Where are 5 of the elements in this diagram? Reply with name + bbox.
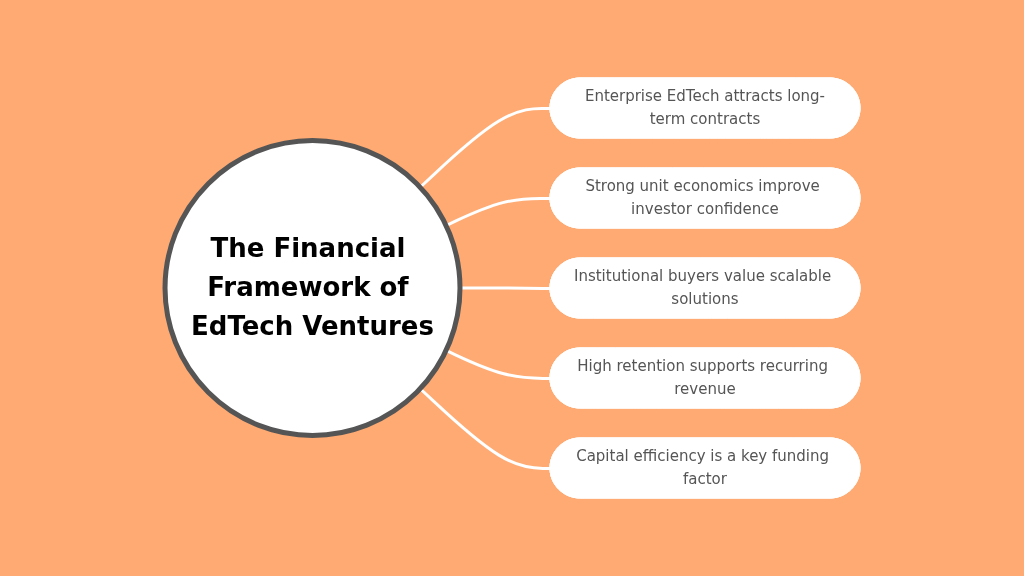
node-circle: The Financial Framework of EdTech Ventures xyxy=(162,138,462,438)
connector xyxy=(445,196,551,227)
connector xyxy=(445,349,551,380)
connector xyxy=(418,387,551,470)
connector xyxy=(418,106,551,189)
